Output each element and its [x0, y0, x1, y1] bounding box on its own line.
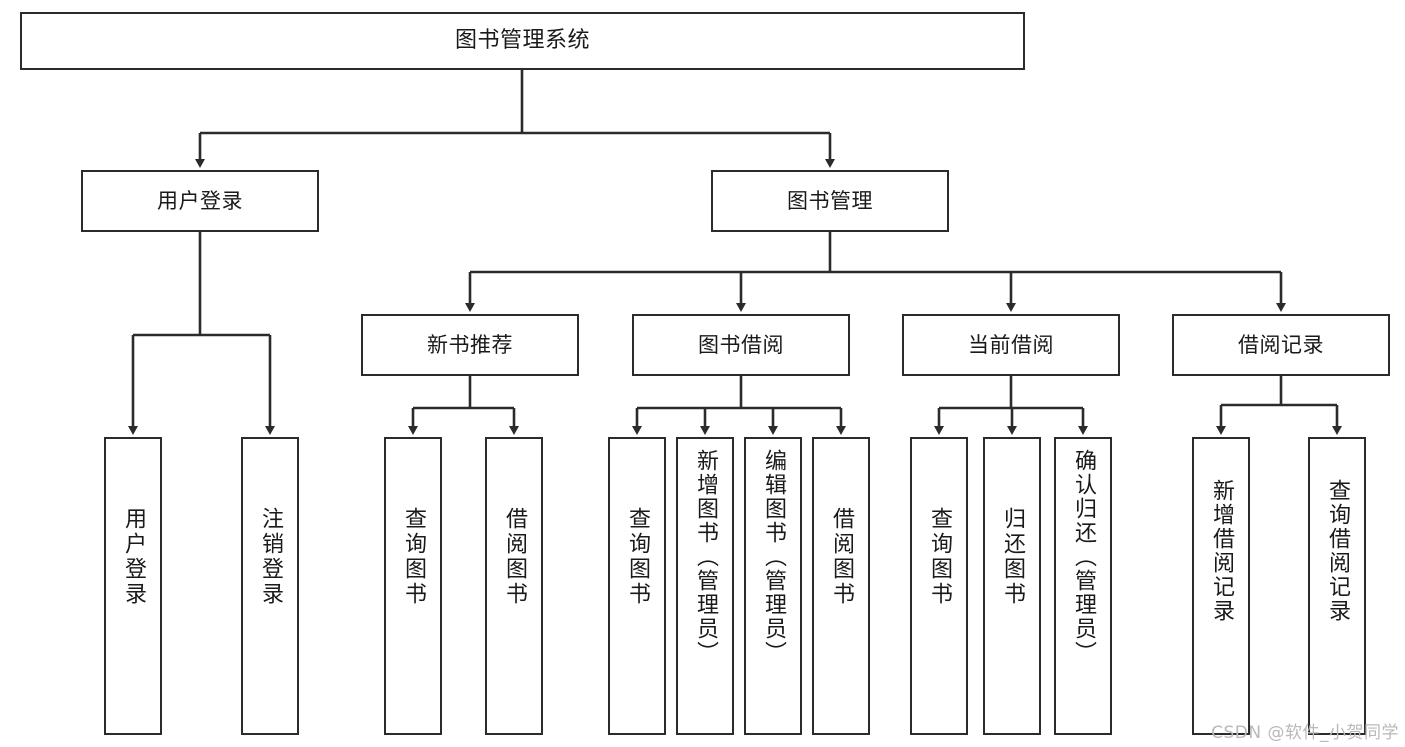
node-leaf-borrow-book-1-label: 借阅图书 [502, 507, 527, 607]
node-leaf-add-book[interactable]: 新增图书（管理员） [676, 437, 734, 735]
node-leaf-user-login[interactable]: 用户登录 [104, 437, 162, 735]
node-leaf-return-book-label: 归还图书 [1000, 507, 1025, 607]
node-borrow-record[interactable]: 借阅记录 [1172, 314, 1390, 376]
node-leaf-return-book[interactable]: 归还图书 [983, 437, 1041, 735]
node-leaf-confirm-return[interactable]: 确认归还（管理员） [1054, 437, 1112, 735]
node-leaf-edit-book[interactable]: 编辑图书（管理员） [744, 437, 802, 735]
node-leaf-add-book-label: 新增图书（管理员） [693, 449, 718, 665]
node-leaf-user-logout[interactable]: 注销登录 [241, 437, 299, 735]
node-current-borrow-label: 当前借阅 [968, 332, 1054, 357]
node-leaf-query-book-1-label: 查询图书 [401, 507, 426, 607]
node-leaf-borrow-book-2-label: 借阅图书 [829, 507, 854, 607]
node-leaf-edit-book-label: 编辑图书（管理员） [761, 449, 786, 665]
node-root[interactable]: 图书管理系统 [20, 12, 1025, 70]
node-leaf-query-book-2[interactable]: 查询图书 [608, 437, 666, 735]
node-root-label: 图书管理系统 [454, 28, 590, 54]
node-leaf-borrow-book-1[interactable]: 借阅图书 [485, 437, 543, 735]
node-leaf-query-record[interactable]: 查询借阅记录 [1308, 437, 1366, 735]
node-book-manage[interactable]: 图书管理 [711, 170, 949, 232]
node-leaf-user-login-label: 用户登录 [121, 507, 146, 607]
node-new-book-rec[interactable]: 新书推荐 [361, 314, 579, 376]
node-leaf-query-book-3[interactable]: 查询图书 [910, 437, 968, 735]
node-leaf-user-logout-label: 注销登录 [258, 507, 283, 607]
node-leaf-confirm-return-label: 确认归还（管理员） [1071, 449, 1096, 665]
node-leaf-query-book-2-label: 查询图书 [625, 507, 650, 607]
node-user-login-label: 用户登录 [157, 188, 243, 213]
node-book-borrow[interactable]: 图书借阅 [632, 314, 850, 376]
node-leaf-add-record-label: 新增借阅记录 [1209, 479, 1234, 623]
node-current-borrow[interactable]: 当前借阅 [902, 314, 1120, 376]
node-leaf-add-record[interactable]: 新增借阅记录 [1192, 437, 1250, 735]
node-leaf-borrow-book-2[interactable]: 借阅图书 [812, 437, 870, 735]
node-new-book-rec-label: 新书推荐 [427, 332, 513, 357]
node-leaf-query-book-1[interactable]: 查询图书 [384, 437, 442, 735]
node-leaf-query-book-3-label: 查询图书 [927, 507, 952, 607]
node-borrow-record-label: 借阅记录 [1238, 332, 1324, 357]
node-book-borrow-label: 图书借阅 [698, 332, 784, 357]
node-user-login[interactable]: 用户登录 [81, 170, 319, 232]
node-book-manage-label: 图书管理 [787, 188, 873, 213]
node-leaf-query-record-label: 查询借阅记录 [1325, 479, 1350, 623]
csdn-watermark: CSDN @软件_小贺同学 [1211, 723, 1399, 743]
